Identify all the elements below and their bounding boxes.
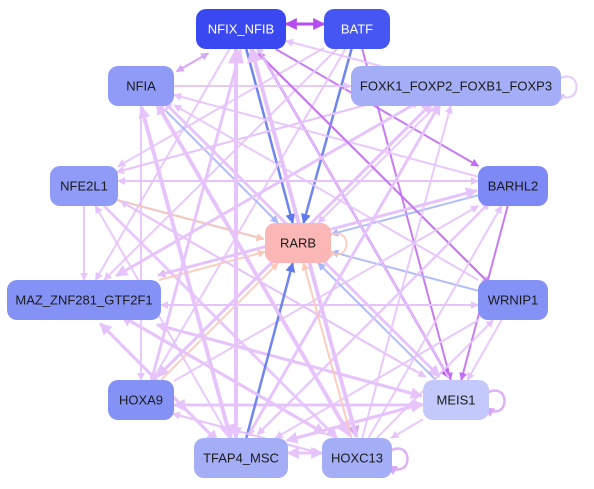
node-label: MAZ_ZNF281_GTF2F1	[15, 293, 152, 308]
edge-foxk1-to-rarb	[317, 105, 437, 224]
node-rarb[interactable]: RARB	[265, 223, 331, 263]
edge-maz-to-foxk1	[115, 100, 420, 277]
node-label: NFIX_NFIB	[208, 22, 274, 37]
edge-meis1-to-hoxc13	[390, 418, 424, 439]
node-label: BATF	[341, 22, 373, 37]
edge-batf-to-hoxa9	[151, 48, 347, 381]
node-tfap4-msc[interactable]: TFAP4_MSC	[194, 438, 288, 478]
node-box	[7, 280, 161, 320]
edge-foxk1-to-foxk1	[556, 75, 578, 102]
node-wrnip1[interactable]: WRNIP1	[478, 280, 548, 320]
node-box	[478, 166, 548, 206]
node-label: BARHL2	[488, 179, 539, 194]
edge-meis1-to-nfix_nfib	[256, 45, 450, 379]
edge-tfap4_msc-to-nfia	[138, 106, 233, 440]
edge-tfap4_msc-to-foxk1	[246, 102, 442, 437]
edge-rarb-to-rarb	[326, 232, 348, 259]
edge-tfap4_msc-to-nfe2l1	[94, 205, 231, 439]
edge-barhl2-to-rarb	[330, 194, 479, 237]
node-box	[50, 166, 118, 206]
node-maz[interactable]: MAZ_ZNF281_GTF2F1	[7, 280, 161, 320]
node-hoxc13[interactable]: HOXC13	[322, 438, 392, 478]
node-nfia[interactable]: NFIA	[108, 66, 174, 106]
node-box	[423, 380, 489, 420]
edge-hoxc13-to-foxk1	[361, 105, 453, 439]
node-batf[interactable]: BATF	[324, 9, 390, 49]
node-label: NFE2L1	[60, 179, 108, 194]
edge-hoxc13-to-hoxc13	[387, 447, 409, 475]
edge-hoxc13-to-nfia	[155, 102, 351, 437]
node-box	[265, 223, 331, 263]
node-label: RARB	[280, 236, 316, 251]
edge-tfap4_msc-to-rarb	[245, 262, 296, 439]
node-box	[194, 438, 288, 478]
node-barhl2[interactable]: BARHL2	[478, 166, 548, 206]
edge-nfia-to-rarb	[160, 105, 279, 224]
node-nfe2l1[interactable]: NFE2L1	[50, 166, 118, 206]
edge-wrnip1-to-nfia	[173, 104, 479, 281]
edge-hoxc13-to-maz	[120, 314, 326, 435]
edge-nfix_nfib-to-rarb	[245, 48, 296, 224]
nodes-layer: NFIX_NFIB BATF NFIA FOXK1_FOXP2_FOXB1_FOXP3…	[7, 9, 561, 478]
edge-nfe2l1-to-foxk1	[116, 99, 382, 173]
edge-meis1-to-nfe2l1	[119, 200, 426, 378]
node-nfix-nfib[interactable]: NFIX_NFIB	[196, 9, 286, 49]
edge-nfe2l1-to-rarb	[116, 198, 265, 242]
edge-nfe2l1-to-hoxc13	[103, 204, 338, 440]
node-box	[324, 9, 390, 49]
node-label: MEIS1	[436, 393, 475, 408]
node-label: TFAP4_MSC	[203, 451, 279, 466]
node-box	[322, 438, 392, 478]
node-label: FOXK1_FOXP2_FOXB1_FOXP3	[360, 79, 552, 94]
node-meis1[interactable]: MEIS1	[423, 380, 489, 420]
edges-layer	[80, 18, 578, 475]
edge-hoxc13-to-rarb	[301, 262, 353, 439]
edge-wrnip1-to-meis1	[466, 319, 503, 381]
node-foxk1[interactable]: FOXK1_FOXP2_FOXB1_FOXP3	[351, 66, 561, 106]
node-label: NFIA	[126, 79, 156, 94]
node-box	[351, 66, 561, 106]
edge-meis1-to-meis1	[484, 389, 506, 417]
node-box	[108, 380, 174, 420]
edge-nfix_nfib-to-maz	[94, 48, 231, 281]
edge-wrnip1-to-nfix_nfib	[256, 51, 491, 285]
node-label: HOXC13	[331, 451, 383, 466]
edge-hoxa9-to-rarb	[160, 262, 279, 381]
node-box	[108, 66, 174, 106]
edge-foxk1-to-nfix_nfib	[285, 38, 381, 67]
node-label: WRNIP1	[488, 293, 539, 308]
node-hoxa9[interactable]: HOXA9	[108, 380, 174, 420]
edge-hoxc13-to-wrnip1	[375, 319, 495, 439]
edge-hoxa9-to-barhl2	[173, 205, 479, 382]
edge-wrnip1-to-rarb	[330, 249, 479, 292]
node-box	[196, 9, 286, 49]
edge-hoxc13-to-hoxa9	[171, 411, 321, 455]
node-box	[478, 280, 548, 320]
edge-tfap4_msc-to-barhl2	[256, 201, 491, 436]
edge-hoxc13-to-barhl2	[367, 205, 503, 439]
node-label: HOXA9	[119, 393, 163, 408]
edge-nfia-to-nfix_nfib	[176, 52, 210, 73]
